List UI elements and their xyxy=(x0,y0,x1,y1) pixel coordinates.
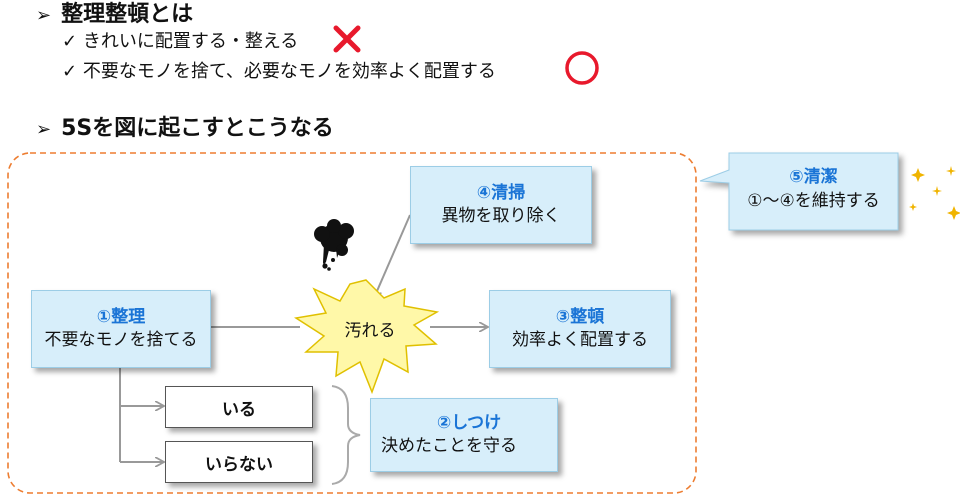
iranai-box: いらない xyxy=(165,441,313,483)
seiri-box: ①整理 不要なモノを捨てる xyxy=(31,290,211,368)
seiketsu-desc: ①～④を維持する xyxy=(747,190,880,211)
seiri-desc: 不要なモノを捨てる xyxy=(44,330,198,350)
arrow-bullet-icon: ➢ xyxy=(36,119,52,140)
arrow-bullet-icon: ➢ xyxy=(36,5,52,26)
iru-box: いる xyxy=(165,386,313,428)
section2-heading: ➢5Sを図に起こすとこうなる xyxy=(36,116,334,141)
shitsuke-box: ②しつけ 決めたことを守る xyxy=(370,398,558,472)
circle-mark-icon xyxy=(565,51,599,85)
dirt-label: 汚れる xyxy=(344,321,396,341)
shitsuke-title: ②しつけ xyxy=(436,413,502,434)
cross-mark-icon xyxy=(333,25,361,53)
seiton-desc: 効率よく配置する xyxy=(512,330,648,350)
seiri-title: ①整理 xyxy=(96,307,146,328)
seiso-desc: 異物を取り除く xyxy=(441,206,561,226)
seiso-box: ④清掃 異物を取り除く xyxy=(410,166,592,244)
checklist-item-2: ✓ 不要なモノを捨て、必要なモノを効率よく配置する xyxy=(62,57,496,83)
seiton-title: ③整頓 xyxy=(555,307,605,328)
checklist-item-2-text: 不要なモノを捨て、必要なモノを効率よく配置する xyxy=(82,61,496,82)
seiketsu-callout: ⑤清潔 ①～④を維持する xyxy=(731,166,896,214)
seiketsu-title: ⑤清潔 xyxy=(789,167,838,187)
checklist-item-1: ✓ きれいに配置する・整える xyxy=(62,27,298,53)
check-icon: ✓ xyxy=(62,61,78,82)
seiso-title: ④清掃 xyxy=(476,183,526,204)
dirt-burst-shape xyxy=(293,279,440,395)
checklist-item-1-text: きれいに配置する・整える xyxy=(82,31,299,52)
section1-heading: ➢整理整頓とは xyxy=(36,2,194,27)
dirt-splat-icon xyxy=(314,219,354,271)
sparkle-icon xyxy=(909,166,960,220)
curly-brace xyxy=(331,385,361,485)
seiso-to-burst-arrow xyxy=(374,214,411,298)
seiketsu-callout-shape xyxy=(699,152,899,231)
check-icon: ✓ xyxy=(62,31,78,52)
shitsuke-desc: 決めたことを守る xyxy=(381,436,517,456)
seiton-box: ③整頓 効率よく配置する xyxy=(489,290,671,368)
diagram-frame xyxy=(7,152,697,494)
